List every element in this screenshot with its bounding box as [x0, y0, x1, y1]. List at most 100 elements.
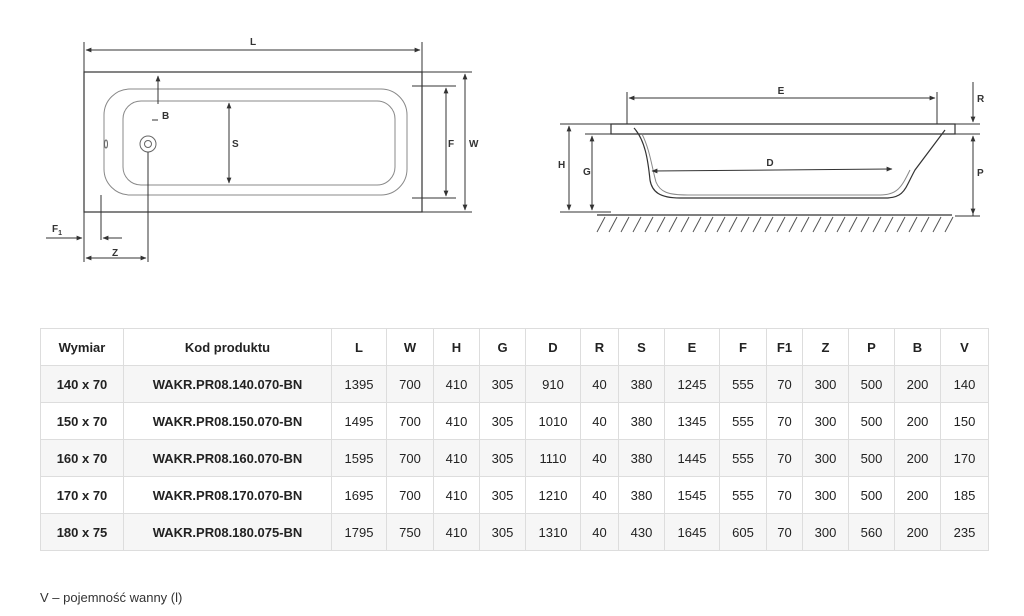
size-cell: 160 x 70 [40, 439, 124, 477]
value-cell-d: 1210 [525, 476, 581, 514]
header-cell: B [894, 328, 941, 366]
value-cell-z: 300 [802, 439, 849, 477]
label-Z: Z [112, 248, 118, 259]
header-cell: F [719, 328, 767, 366]
value-cell-f1: 70 [766, 513, 803, 551]
header-cell: P [848, 328, 895, 366]
bathtub-technical-drawing: L B S F W F1 Z [46, 37, 985, 262]
value-cell-g: 305 [479, 365, 526, 403]
product-code-cell: WAKR.PR08.180.075-BN [123, 513, 332, 551]
value-cell-e: 1545 [664, 476, 720, 514]
value-cell-l: 1795 [331, 513, 387, 551]
label-F1: F1 [52, 224, 62, 237]
header-cell: G [479, 328, 526, 366]
value-cell-l: 1695 [331, 476, 387, 514]
value-cell-v: 185 [940, 476, 989, 514]
value-cell-w: 700 [386, 365, 434, 403]
value-cell-z: 300 [802, 513, 849, 551]
product-code-cell: WAKR.PR08.140.070-BN [123, 365, 332, 403]
value-cell-l: 1595 [331, 439, 387, 477]
value-cell-d: 1110 [525, 439, 581, 477]
value-cell-e: 1345 [664, 402, 720, 440]
value-cell-l: 1495 [331, 402, 387, 440]
value-cell-d: 910 [525, 365, 581, 403]
header-cell: S [618, 328, 665, 366]
value-cell-f: 555 [719, 476, 767, 514]
value-cell-s: 380 [618, 439, 665, 477]
value-cell-s: 380 [618, 476, 665, 514]
label-S: S [232, 139, 239, 150]
value-cell-r: 40 [580, 476, 619, 514]
value-cell-f1: 70 [766, 476, 803, 514]
value-cell-p: 500 [848, 476, 895, 514]
value-cell-v: 170 [940, 439, 989, 477]
value-cell-f1: 70 [766, 402, 803, 440]
label-W: W [469, 139, 479, 150]
value-cell-f: 605 [719, 513, 767, 551]
size-cell: 170 x 70 [40, 476, 124, 514]
header-cell: Z [802, 328, 849, 366]
floor-hatch [596, 216, 954, 233]
value-cell-e: 1645 [664, 513, 720, 551]
value-cell-w: 750 [386, 513, 434, 551]
value-cell-f1: 70 [766, 439, 803, 477]
value-cell-h: 410 [433, 439, 480, 477]
value-cell-w: 700 [386, 402, 434, 440]
value-cell-h: 410 [433, 402, 480, 440]
value-cell-g: 305 [479, 439, 526, 477]
value-cell-s: 380 [618, 402, 665, 440]
header-cell: H [433, 328, 480, 366]
label-L: L [250, 37, 256, 48]
label-F: F [448, 139, 454, 150]
value-cell-z: 300 [802, 365, 849, 403]
value-cell-f: 555 [719, 402, 767, 440]
value-cell-s: 430 [618, 513, 665, 551]
value-cell-f1: 70 [766, 365, 803, 403]
value-cell-f: 555 [719, 439, 767, 477]
value-cell-w: 700 [386, 439, 434, 477]
header-cell: F1 [766, 328, 803, 366]
value-cell-b: 200 [894, 513, 941, 551]
value-cell-p: 500 [848, 365, 895, 403]
value-cell-h: 410 [433, 476, 480, 514]
value-cell-g: 305 [479, 513, 526, 551]
value-cell-z: 300 [802, 402, 849, 440]
header-cell: R [580, 328, 619, 366]
header-cell: D [525, 328, 581, 366]
value-cell-e: 1445 [664, 439, 720, 477]
value-cell-v: 150 [940, 402, 989, 440]
value-cell-z: 300 [802, 476, 849, 514]
value-cell-v: 235 [940, 513, 989, 551]
product-code-cell: WAKR.PR08.150.070-BN [123, 402, 332, 440]
label-H: H [558, 160, 565, 171]
header-cell: L [331, 328, 387, 366]
product-code-cell: WAKR.PR08.160.070-BN [123, 439, 332, 477]
label-E: E [778, 86, 785, 97]
product-code-cell: WAKR.PR08.170.070-BN [123, 476, 332, 514]
label-B: B [162, 111, 169, 122]
value-cell-s: 380 [618, 365, 665, 403]
value-cell-b: 200 [894, 439, 941, 477]
value-cell-f: 555 [719, 365, 767, 403]
dimensions-table: Wymiar Kod produktu L W H G D R S E F F1… [40, 328, 989, 551]
value-cell-r: 40 [580, 365, 619, 403]
value-cell-g: 305 [479, 476, 526, 514]
value-cell-p: 560 [848, 513, 895, 551]
header-cell: V [940, 328, 989, 366]
value-cell-b: 200 [894, 402, 941, 440]
header-cell: Kod produktu [123, 328, 332, 366]
value-cell-g: 305 [479, 402, 526, 440]
capacity-footnote: V – pojemność wanny (l) [40, 590, 183, 605]
top-view [46, 42, 472, 262]
value-cell-d: 1310 [525, 513, 581, 551]
label-G: G [583, 167, 591, 178]
value-cell-h: 410 [433, 513, 480, 551]
value-cell-b: 200 [894, 476, 941, 514]
header-cell: Wymiar [40, 328, 124, 366]
size-cell: 150 x 70 [40, 402, 124, 440]
value-cell-r: 40 [580, 513, 619, 551]
